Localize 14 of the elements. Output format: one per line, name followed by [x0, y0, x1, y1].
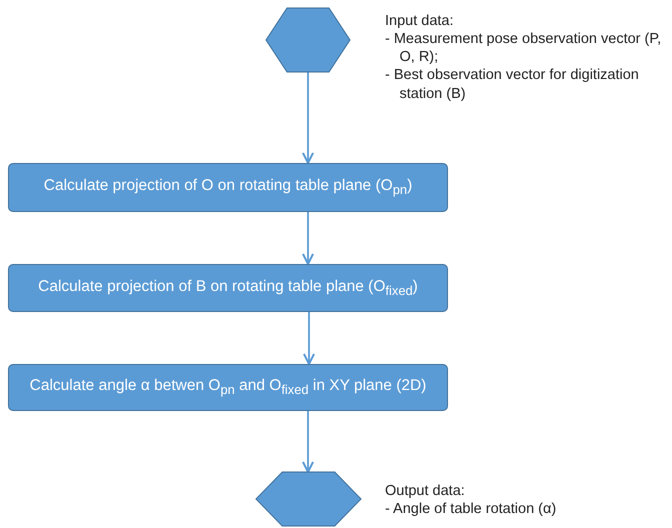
- arrow: [302, 411, 314, 473]
- process-box: Calculate angle α betwen O$_{pn}$ and O$_{fixed}$ in XY plane (2D): [8, 364, 448, 411]
- arrow: [302, 312, 316, 365]
- note-text: - Measurement pose observation vector (P, O, R);: [385, 30, 662, 66]
- note-text: - Best observation vector for digitization station (B): [385, 66, 640, 103]
- process-box: Calculate projection of B on rotating table plane (O$_{fixed}$): [8, 264, 448, 312]
- terminal-hexagon: [266, 8, 350, 72]
- note-text: Input data:: [385, 12, 455, 30]
- note-text: - Angle of table rotation (α): [385, 500, 558, 518]
- arrow: [302, 212, 314, 265]
- process-box: Calculate projection of O on rotating table plane (O$_{pn}$): [8, 163, 448, 212]
- note-text: Output data:: [385, 482, 466, 500]
- arrow: [302, 72, 314, 164]
- terminal-hexagon: [256, 472, 361, 526]
